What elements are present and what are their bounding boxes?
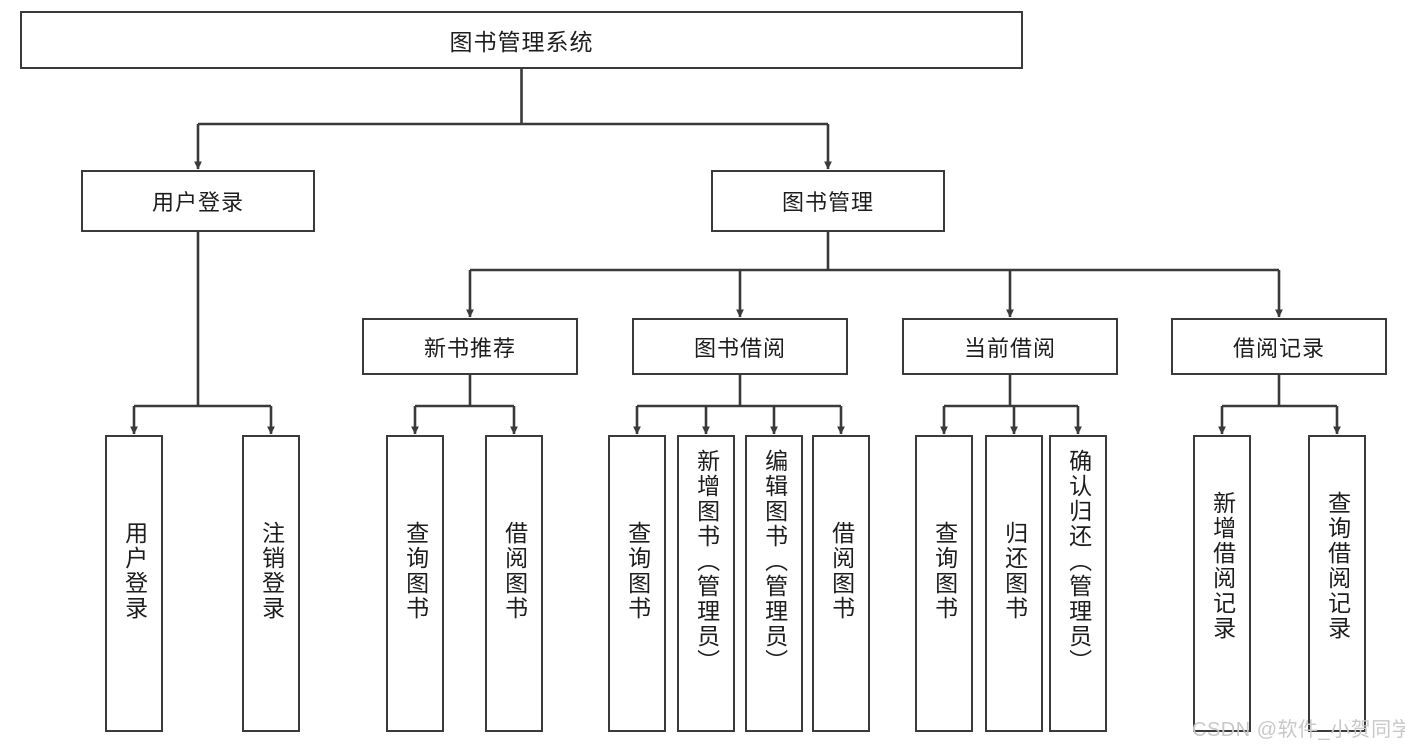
node-label: 用户登录 xyxy=(121,521,148,621)
node-label: 借阅记录 xyxy=(1232,335,1325,361)
node-leaf-add-book[interactable]: 新增图书（管理员） xyxy=(677,435,735,732)
node-label: 借阅图书 xyxy=(828,521,855,621)
node-label: 新书推荐 xyxy=(423,335,516,361)
node-leaf-edit-book[interactable]: 编辑图书（管理员） xyxy=(745,435,803,732)
watermark: CSDN @软件_小贺同学 xyxy=(1192,719,1405,741)
node-label: 确认归还（管理员） xyxy=(1065,449,1092,674)
node-label: 查询图书 xyxy=(402,521,429,621)
node-label: 查询图书 xyxy=(931,521,958,621)
node-label: 图书管理 xyxy=(781,190,874,215)
node-leaf-query-book-3[interactable]: 查询图书 xyxy=(915,435,973,732)
node-label: 用户登录 xyxy=(151,190,244,215)
node-label: 归还图书 xyxy=(1001,521,1028,621)
node-label: 查询借阅记录 xyxy=(1324,491,1351,641)
node-leaf-query-book-2[interactable]: 查询图书 xyxy=(608,435,666,732)
node-borrow-record[interactable]: 借阅记录 xyxy=(1171,318,1387,375)
node-label: 新增图书（管理员） xyxy=(693,449,720,674)
node-leaf-borrow-book-2[interactable]: 借阅图书 xyxy=(812,435,870,732)
node-leaf-confirm-return[interactable]: 确认归还（管理员） xyxy=(1049,435,1107,732)
node-root[interactable]: 图书管理系统 xyxy=(20,11,1023,69)
node-label: 查询图书 xyxy=(624,521,651,621)
node-leaf-user-login[interactable]: 用户登录 xyxy=(105,435,163,732)
node-book-borrow[interactable]: 图书借阅 xyxy=(632,318,848,375)
node-user-login[interactable]: 用户登录 xyxy=(81,170,315,232)
node-leaf-add-record[interactable]: 新增借阅记录 xyxy=(1193,435,1251,732)
node-label: 注销登录 xyxy=(258,521,285,621)
node-leaf-logout[interactable]: 注销登录 xyxy=(242,435,300,732)
node-book-manage[interactable]: 图书管理 xyxy=(711,170,945,232)
node-label: 图书借阅 xyxy=(693,335,786,361)
node-root-label: 图书管理系统 xyxy=(449,29,594,55)
node-leaf-query-record[interactable]: 查询借阅记录 xyxy=(1308,435,1366,732)
node-new-book-rec[interactable]: 新书推荐 xyxy=(362,318,578,375)
node-label: 编辑图书（管理员） xyxy=(761,449,788,674)
node-leaf-return-book[interactable]: 归还图书 xyxy=(985,435,1043,732)
node-label: 当前借阅 xyxy=(963,335,1056,361)
node-leaf-query-book-1[interactable]: 查询图书 xyxy=(386,435,444,732)
node-label: 新增借阅记录 xyxy=(1209,491,1236,641)
node-current-borrow[interactable]: 当前借阅 xyxy=(902,318,1118,375)
node-label: 借阅图书 xyxy=(501,521,528,621)
node-leaf-borrow-book-1[interactable]: 借阅图书 xyxy=(485,435,543,732)
